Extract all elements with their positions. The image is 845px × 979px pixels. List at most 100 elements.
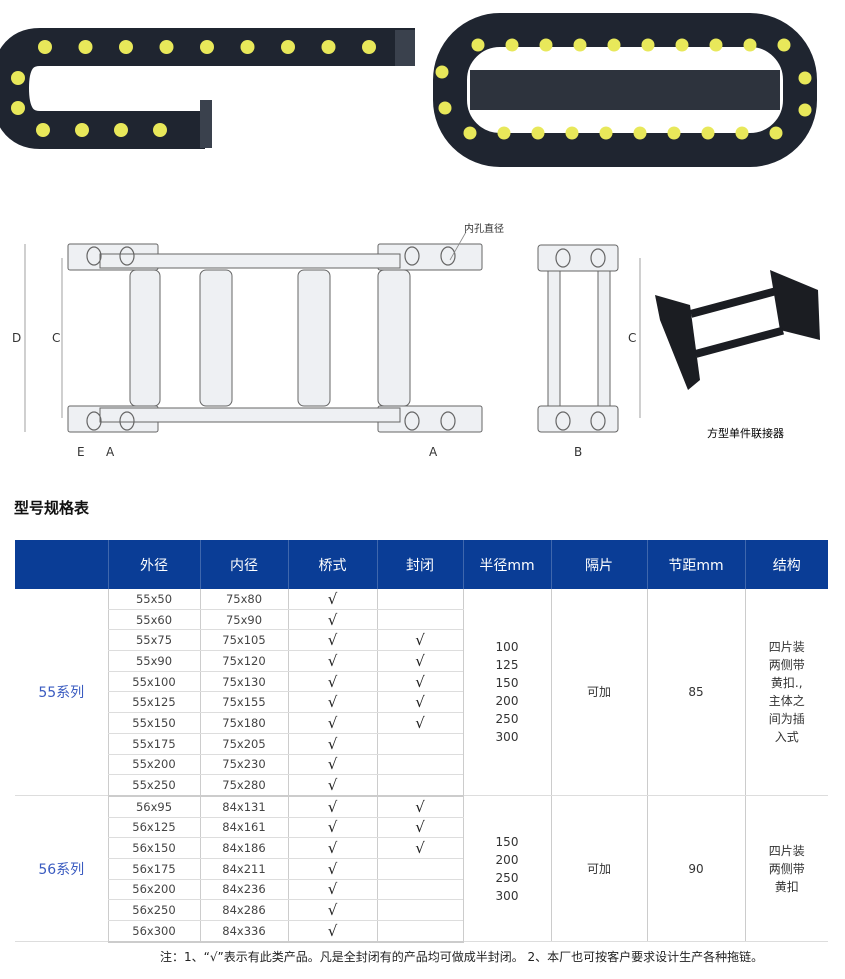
table-cell: 84x161 — [199, 817, 288, 839]
table-cell: 75x105 — [199, 629, 288, 652]
table-cell: 56x250 — [107, 899, 200, 921]
closed-check — [376, 774, 463, 797]
table-cell: 55x50 — [107, 589, 200, 610]
closed-check — [376, 920, 463, 943]
table-cell: 75x180 — [199, 712, 288, 734]
table-cell: 55x75 — [107, 629, 200, 652]
table-cell: 75x80 — [199, 589, 288, 610]
dot-icon — [362, 40, 376, 54]
dim-e: E — [77, 445, 85, 459]
table-cell: 55x90 — [107, 650, 200, 672]
table-cell: 56x150 — [107, 837, 200, 859]
dot-icon — [159, 40, 174, 54]
bridge-check: √ — [287, 899, 377, 921]
dimension-drawing: 内孔直径 D C C E A A B 方型单件联接器 — [12, 222, 820, 459]
closed-check: √ — [376, 650, 463, 672]
table-cell: 75x130 — [199, 671, 288, 693]
structure-cell: 四片装两侧带黄扣 — [744, 795, 828, 943]
table-cell: 75x230 — [199, 754, 288, 776]
section-title: 型号规格表 — [14, 499, 90, 517]
dot-icon — [321, 40, 336, 54]
chain-photo-2 — [433, 13, 817, 167]
table-cell: 84x131 — [199, 795, 288, 818]
column-header: 隔片 — [550, 540, 647, 589]
bridge-check: √ — [287, 858, 377, 880]
column-header: 节距mm — [646, 540, 745, 589]
spacer-cell: 可加 — [550, 589, 647, 797]
table-cell: 56x125 — [107, 817, 200, 839]
bridge-check: √ — [287, 795, 377, 818]
closed-check — [376, 589, 463, 610]
dot-icon — [240, 40, 255, 54]
table-cell: 55x250 — [107, 774, 200, 797]
column-header: 桥式 — [287, 540, 377, 589]
table-cell: 55x100 — [107, 671, 200, 693]
closed-check — [376, 879, 463, 901]
pitch-cell: 85 — [646, 589, 745, 797]
closed-check: √ — [376, 712, 463, 734]
hole-label: 内孔直径 — [464, 222, 504, 235]
closed-check: √ — [376, 629, 463, 652]
dim-a-right: A — [429, 445, 438, 459]
table-cell: 75x280 — [199, 774, 288, 797]
column-header: 半径mm — [462, 540, 551, 589]
table-cell: 75x205 — [199, 733, 288, 755]
bridge-check: √ — [287, 733, 377, 755]
table-cell: 55x200 — [107, 754, 200, 776]
table-cell: 75x90 — [199, 609, 288, 631]
closed-check — [376, 754, 463, 776]
bridge-check: √ — [287, 691, 377, 714]
column-header: 外径 — [107, 540, 200, 589]
connector-photo — [655, 270, 820, 390]
dot-icon — [200, 40, 214, 54]
table-cell: 55x125 — [107, 691, 200, 714]
table-cell: 56x95 — [107, 795, 200, 818]
dim-c: C — [52, 331, 60, 345]
table-cell: 56x300 — [107, 920, 200, 943]
bridge-check: √ — [287, 629, 377, 652]
spacer-cell: 可加 — [550, 795, 647, 943]
structure-cell: 四片装两侧带黄扣.,主体之间为插入式 — [744, 589, 828, 797]
closed-check — [376, 609, 463, 631]
column-header: 封闭 — [376, 540, 463, 589]
bridge-check: √ — [287, 920, 377, 943]
bridge-check: √ — [287, 650, 377, 672]
table-cell: 56x175 — [107, 858, 200, 880]
table-cell: 84x211 — [199, 858, 288, 880]
dot-icon — [119, 40, 133, 54]
dim-b: B — [574, 445, 582, 459]
bridge-check: √ — [287, 879, 377, 901]
table-cell: 75x120 — [199, 650, 288, 672]
closed-check — [376, 858, 463, 880]
column-header: 内径 — [199, 540, 288, 589]
closed-check: √ — [376, 671, 463, 693]
dim-a: A — [106, 445, 115, 459]
bridge-check: √ — [287, 712, 377, 734]
column-header — [15, 540, 108, 589]
table-cell: 55x60 — [107, 609, 200, 631]
drag-chain-photos — [0, 13, 817, 167]
dim-c-side: C — [628, 331, 636, 345]
table-cell: 84x286 — [199, 899, 288, 921]
chain-photo-1 — [0, 28, 415, 149]
bridge-check: √ — [287, 589, 377, 610]
table-cell: 55x150 — [107, 712, 200, 734]
table-cell: 56x200 — [107, 879, 200, 901]
